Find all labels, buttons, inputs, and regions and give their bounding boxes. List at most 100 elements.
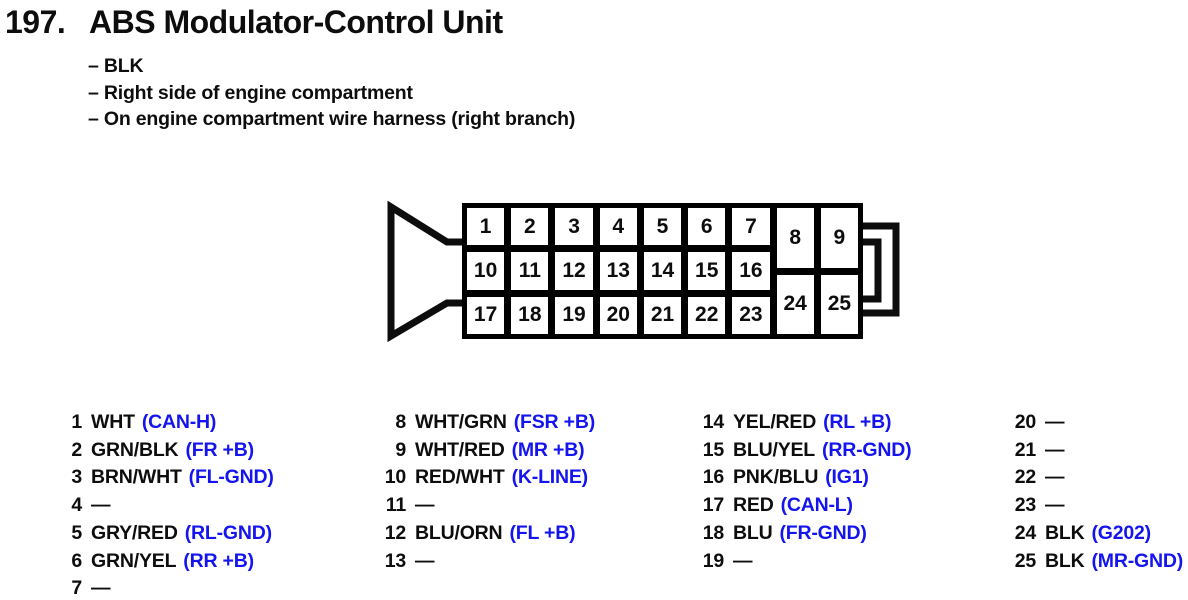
pin-wire-color: WHT/GRN <box>415 411 507 433</box>
pin-signal-name: (FR-GND) <box>779 521 867 544</box>
pin-number: 6 <box>71 549 82 572</box>
pin-wire-color: RED/WHT <box>415 466 505 489</box>
pin-cell: 5 <box>643 208 682 246</box>
pin-list-row: 11— <box>360 492 595 520</box>
retainer-clip-inner-icon <box>863 238 882 303</box>
pin-signal-name: (IG1) <box>825 466 869 489</box>
pin-list-row: 22 — <box>990 464 1183 492</box>
pin-wire-color: — <box>415 549 435 572</box>
pin-wire-color: WHT <box>91 411 135 433</box>
pin-list-row: 18 BLU (FR-GND) <box>678 520 911 548</box>
note-line: – Right side of engine compartment <box>88 81 413 104</box>
pin-number: 25 <box>1014 549 1036 572</box>
section-title-text: ABS Modulator-Control Unit <box>89 4 503 40</box>
pin-number: 2 <box>71 438 82 461</box>
pin-cell: 19 <box>555 296 593 334</box>
pin-list-row: 16 PNK/BLU (IG1) <box>678 464 911 492</box>
pin-wire-color: — <box>1045 411 1065 433</box>
pin-number: 13 <box>384 549 406 572</box>
pin-wire-color: BLU/ORN <box>415 521 503 544</box>
pin-cell: 3 <box>555 208 593 246</box>
pin-signal-name: (FL +B) <box>509 521 576 544</box>
pin-list-row: 7— <box>36 575 274 600</box>
pin-cell: 21 <box>643 296 682 334</box>
pin-wire-color: BRN/WHT <box>91 466 182 489</box>
pin-wire-color: RED <box>733 494 774 517</box>
pin-list-row: 17 RED (CAN-L) <box>678 492 911 520</box>
pin-number: 3 <box>71 466 82 489</box>
pin-wire-color: BLK <box>1045 549 1085 572</box>
pin-cell: 13 <box>599 252 637 290</box>
pin-wire-color: GRN/YEL <box>91 549 177 572</box>
pin-signal-name: (MR-GND) <box>1091 549 1184 572</box>
pin-wire-color: — <box>733 549 753 572</box>
pin-signal-name: (FL-GND) <box>188 466 274 489</box>
pin-cell: 16 <box>732 252 770 290</box>
pin-wire-color: PNK/BLU <box>733 466 819 489</box>
pin-wire-color: — <box>91 494 111 517</box>
pin-cell: 4 <box>599 208 637 246</box>
pin-wire-color: — <box>1045 438 1065 461</box>
pin-wire-color: — <box>91 577 111 600</box>
pin-number: 8 <box>395 411 406 433</box>
pin-number: 17 <box>702 494 724 517</box>
pin-number: 12 <box>384 521 406 544</box>
pin-number: 15 <box>702 438 724 461</box>
pin-signal-name: (CAN-L) <box>780 494 853 517</box>
pin-number: 16 <box>702 466 724 489</box>
pin-list-row: 2 GRN/BLK (FR +B) <box>36 437 274 465</box>
pin-number: 4 <box>71 494 82 517</box>
pin-cell: 24 <box>776 274 814 334</box>
pin-signal-name: (RR-GND) <box>822 438 912 461</box>
pin-number: 23 <box>1014 494 1036 517</box>
pin-signal-name: (FR +B) <box>185 438 254 461</box>
connector-notes: – BLK – Right side of engine compartment… <box>88 53 575 133</box>
pin-cell: 20 <box>599 296 637 334</box>
pin-list-row: 4— <box>36 492 274 520</box>
pin-cell: 8 <box>776 208 814 268</box>
pin-signal-name: (K-LINE) <box>511 466 589 489</box>
pin-signal-name: (RL-GND) <box>184 521 272 544</box>
pin-number: 24 <box>1014 521 1036 544</box>
connector-outline-svg <box>387 200 900 343</box>
pin-list-row: 15 BLU/YEL (RR-GND) <box>678 437 912 465</box>
pin-number: 22 <box>1014 466 1036 489</box>
pin-wire-color: GRY/RED <box>91 521 178 544</box>
pin-list-row: 13 — <box>360 548 595 576</box>
pin-wire-color: — <box>1045 466 1065 489</box>
pin-cell: 6 <box>688 208 726 246</box>
pin-wire-color: GRN/BLK <box>91 438 179 461</box>
page-title: 197. ABS Modulator-Control Unit <box>5 4 503 40</box>
pin-cell: 25 <box>820 274 858 334</box>
pin-cell: 15 <box>688 252 726 290</box>
pin-signal-name: (FSR +B) <box>513 411 596 433</box>
pin-wire-color: BLU/YEL <box>733 438 816 461</box>
pin-signal-name: (CAN-H) <box>141 411 217 433</box>
pin-number: 9 <box>395 438 406 461</box>
note-line: – On engine compartment wire harness (ri… <box>88 108 576 130</box>
pin-wire-color: — <box>415 494 435 517</box>
pin-number: 10 <box>384 466 406 489</box>
pin-list-row: 19— <box>678 548 911 576</box>
pin-list-row: 12 BLU/ORN (FL +B) <box>360 520 595 548</box>
pin-cell: 14 <box>643 252 682 290</box>
pin-cell: 22 <box>688 296 726 334</box>
pin-number: 18 <box>702 521 724 544</box>
pin-wire-color: BLU <box>733 521 773 544</box>
pin-list-row: 20— <box>990 409 1183 437</box>
pin-list-row: 23 — <box>990 492 1183 520</box>
pin-list-row: 3 BRN/WHT (FL-GND) <box>36 464 274 492</box>
pin-wire-color: — <box>1045 494 1065 517</box>
pin-list-row: 10 RED/WHT (K-LINE) <box>360 464 595 492</box>
pin-cell: 11 <box>511 252 549 290</box>
pin-cell: 1 <box>467 208 505 246</box>
pin-number: 7 <box>71 577 82 600</box>
